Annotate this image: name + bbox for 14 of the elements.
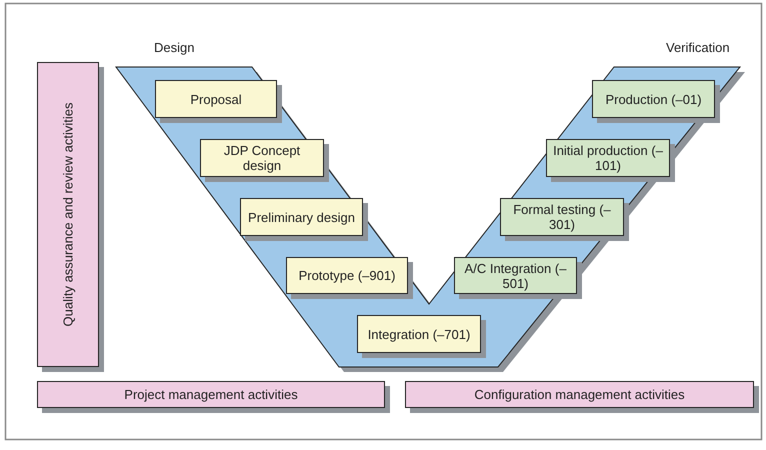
node-text: Proposal	[189, 92, 243, 106]
column-heading: Verification	[666, 40, 730, 55]
node-text: Production (–01)	[604, 92, 703, 106]
node-text: Project management activities	[123, 387, 299, 402]
node-text: Initial production (–101)	[552, 143, 664, 173]
node-text: Preliminary design	[247, 210, 356, 224]
node-text: Prototype (–901)	[298, 268, 396, 283]
node-text: Formal testing (–301)	[512, 202, 612, 232]
column-heading: Design	[154, 40, 194, 55]
node-text: A/C Integration (–501)	[464, 260, 568, 290]
node-text: Quality assurance and review activities	[60, 102, 76, 328]
node-text: Configuration management activities	[473, 387, 686, 402]
node-text: JDP Concept design	[222, 143, 302, 173]
node-text: Integration (–701)	[366, 326, 472, 342]
